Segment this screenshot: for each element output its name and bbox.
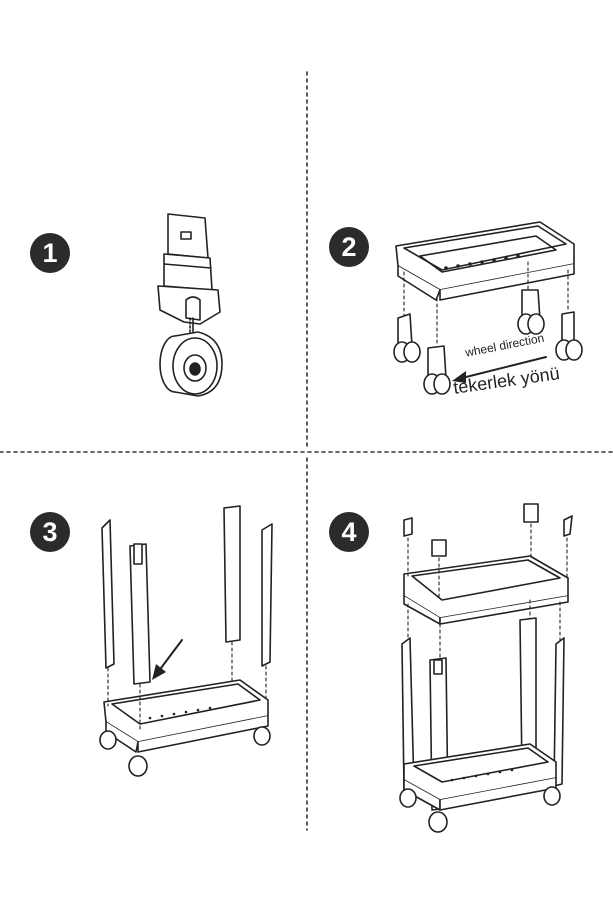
step-4-badge: 4 bbox=[329, 512, 369, 552]
full-cart-assembly bbox=[399, 503, 573, 833]
base-with-legs bbox=[99, 505, 273, 777]
step-2-badge: 2 bbox=[329, 227, 369, 267]
step-3-badge: 3 bbox=[30, 512, 70, 552]
panel-dividers bbox=[0, 71, 613, 831]
caster-wheel-detail bbox=[157, 213, 223, 397]
step-1-badge: 1 bbox=[30, 233, 70, 273]
shelf-with-casters bbox=[393, 221, 583, 395]
